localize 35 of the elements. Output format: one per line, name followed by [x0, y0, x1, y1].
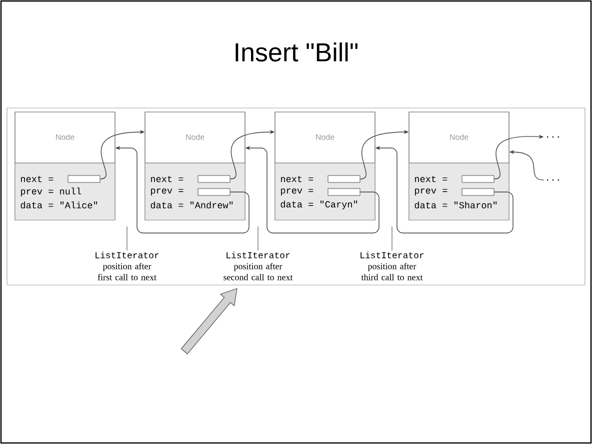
field-text: data = "Alice" [20, 202, 98, 208]
iterator-label: ListIterator position after second call to next [224, 252, 293, 280]
pointer-box [68, 175, 100, 183]
node-record [144, 112, 246, 220]
field-text: data = "Sharon" [414, 202, 497, 208]
pointer-box [462, 175, 494, 183]
field-text: next = [281, 176, 314, 182]
node-heading: Node [186, 134, 204, 140]
node-record [408, 112, 510, 220]
ellipsis-text: ... [547, 136, 559, 138]
pointer-box [198, 175, 230, 183]
ellipsis-text: ... [547, 179, 559, 181]
node-record [274, 112, 376, 220]
field-text: data = "Caryn" [280, 200, 358, 210]
field-text: prev = [281, 188, 314, 196]
leader-line [126, 226, 128, 251]
pointer-box [462, 188, 494, 196]
node-heading: Node [316, 134, 334, 140]
field-text: next = [151, 176, 184, 182]
pointer-box [328, 175, 360, 183]
field-text: data = "Andrew" [150, 202, 233, 208]
pointer-box [198, 188, 230, 196]
node-heading: Node [450, 134, 468, 140]
block-arrow [180, 288, 238, 354]
field-text: prev = [151, 188, 184, 196]
iterator-label: ListIterator position after third call to next [360, 252, 424, 280]
field-text: next = [415, 176, 448, 182]
iterator-label: ListIterator position after first call to next [96, 252, 159, 280]
node-record [14, 112, 116, 220]
field-text: next = [21, 176, 54, 182]
node-heading: Node [56, 134, 74, 140]
field-text: prev = null [21, 188, 82, 196]
pointer-box [328, 188, 360, 196]
title: Insert "Bill" [236, 42, 358, 62]
field-text: prev = [415, 188, 448, 196]
